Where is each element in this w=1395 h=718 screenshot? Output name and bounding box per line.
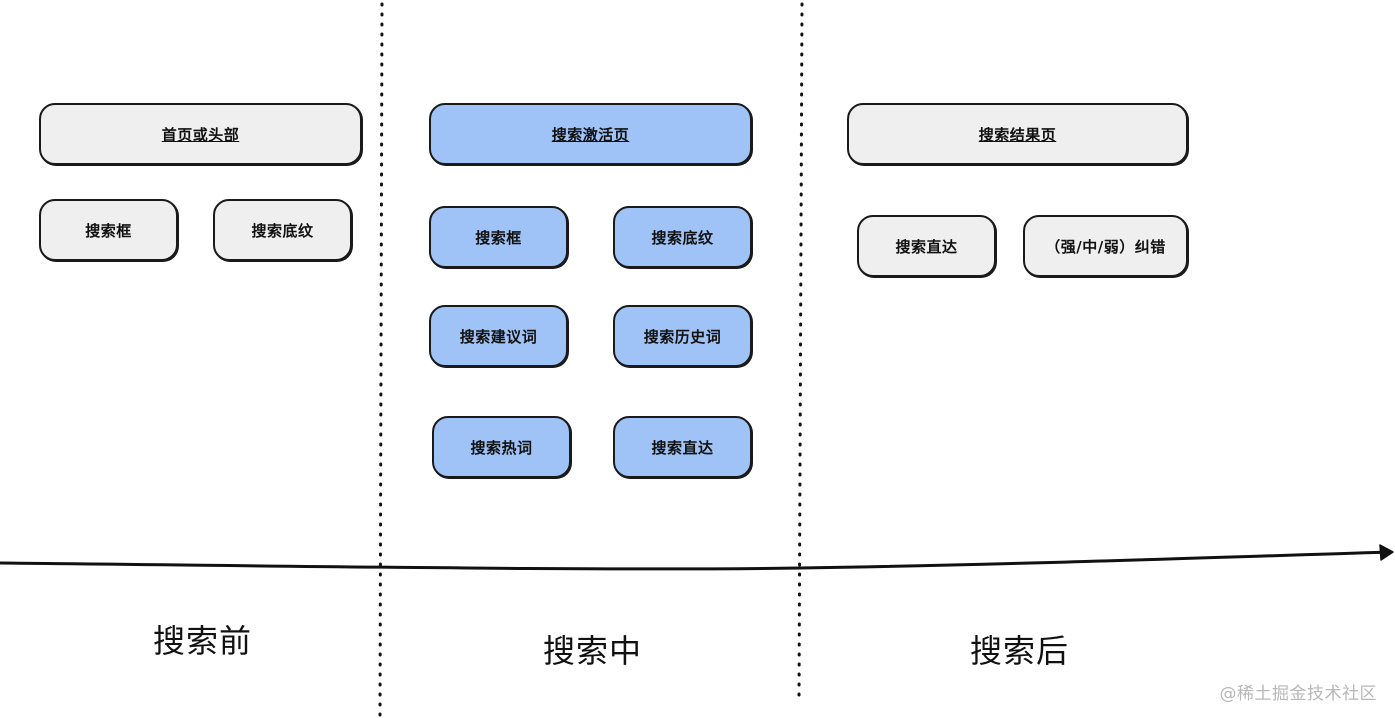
during-header-label: 搜索激活页 bbox=[551, 125, 630, 144]
during-item-history: 搜索历史词 bbox=[613, 305, 752, 367]
timeline-arrow-head bbox=[1379, 544, 1394, 561]
before-header-label: 首页或头部 bbox=[161, 125, 240, 144]
during-item-search-box: 搜索框 bbox=[429, 206, 568, 268]
phase-label-before: 搜索前 bbox=[153, 622, 253, 660]
during-item-search-box-label: 搜索框 bbox=[475, 228, 522, 247]
during-item-suggestion: 搜索建议词 bbox=[429, 305, 568, 367]
phase-label-after: 搜索后 bbox=[970, 632, 1070, 670]
during-item-history-label: 搜索历史词 bbox=[643, 327, 722, 346]
before-item-search-shading: 搜索底纹 bbox=[213, 199, 352, 261]
after-item-direct-label: 搜索直达 bbox=[895, 237, 958, 256]
after-item-correction-label: （强/中/弱）纠错 bbox=[1045, 237, 1166, 256]
during-item-direct: 搜索直达 bbox=[613, 416, 752, 478]
phase-label-during: 搜索中 bbox=[543, 632, 643, 670]
before-header-box: 首页或头部 bbox=[39, 103, 362, 165]
before-item-search-box-label: 搜索框 bbox=[85, 221, 132, 240]
during-header-box: 搜索激活页 bbox=[429, 103, 752, 165]
after-header-box: 搜索结果页 bbox=[847, 103, 1188, 165]
during-item-suggestion-label: 搜索建议词 bbox=[459, 327, 538, 346]
after-header-label: 搜索结果页 bbox=[978, 125, 1057, 144]
before-item-search-box: 搜索框 bbox=[39, 199, 178, 261]
during-item-search-shading: 搜索底纹 bbox=[613, 206, 752, 268]
watermark-text: @稀土掘金技术社区 bbox=[1219, 684, 1377, 704]
during-item-direct-label: 搜索直达 bbox=[651, 438, 714, 457]
after-item-correction: （强/中/弱）纠错 bbox=[1023, 215, 1188, 277]
during-item-hot-words: 搜索热词 bbox=[432, 416, 571, 478]
separator-during-after bbox=[797, 2, 804, 702]
before-item-search-shading-label: 搜索底纹 bbox=[251, 221, 314, 240]
timeline-arrow-line bbox=[0, 550, 1392, 571]
separator-before-during bbox=[378, 2, 384, 718]
after-item-direct: 搜索直达 bbox=[857, 215, 996, 277]
during-item-search-shading-label: 搜索底纹 bbox=[651, 228, 714, 247]
during-item-hot-words-label: 搜索热词 bbox=[470, 438, 533, 457]
